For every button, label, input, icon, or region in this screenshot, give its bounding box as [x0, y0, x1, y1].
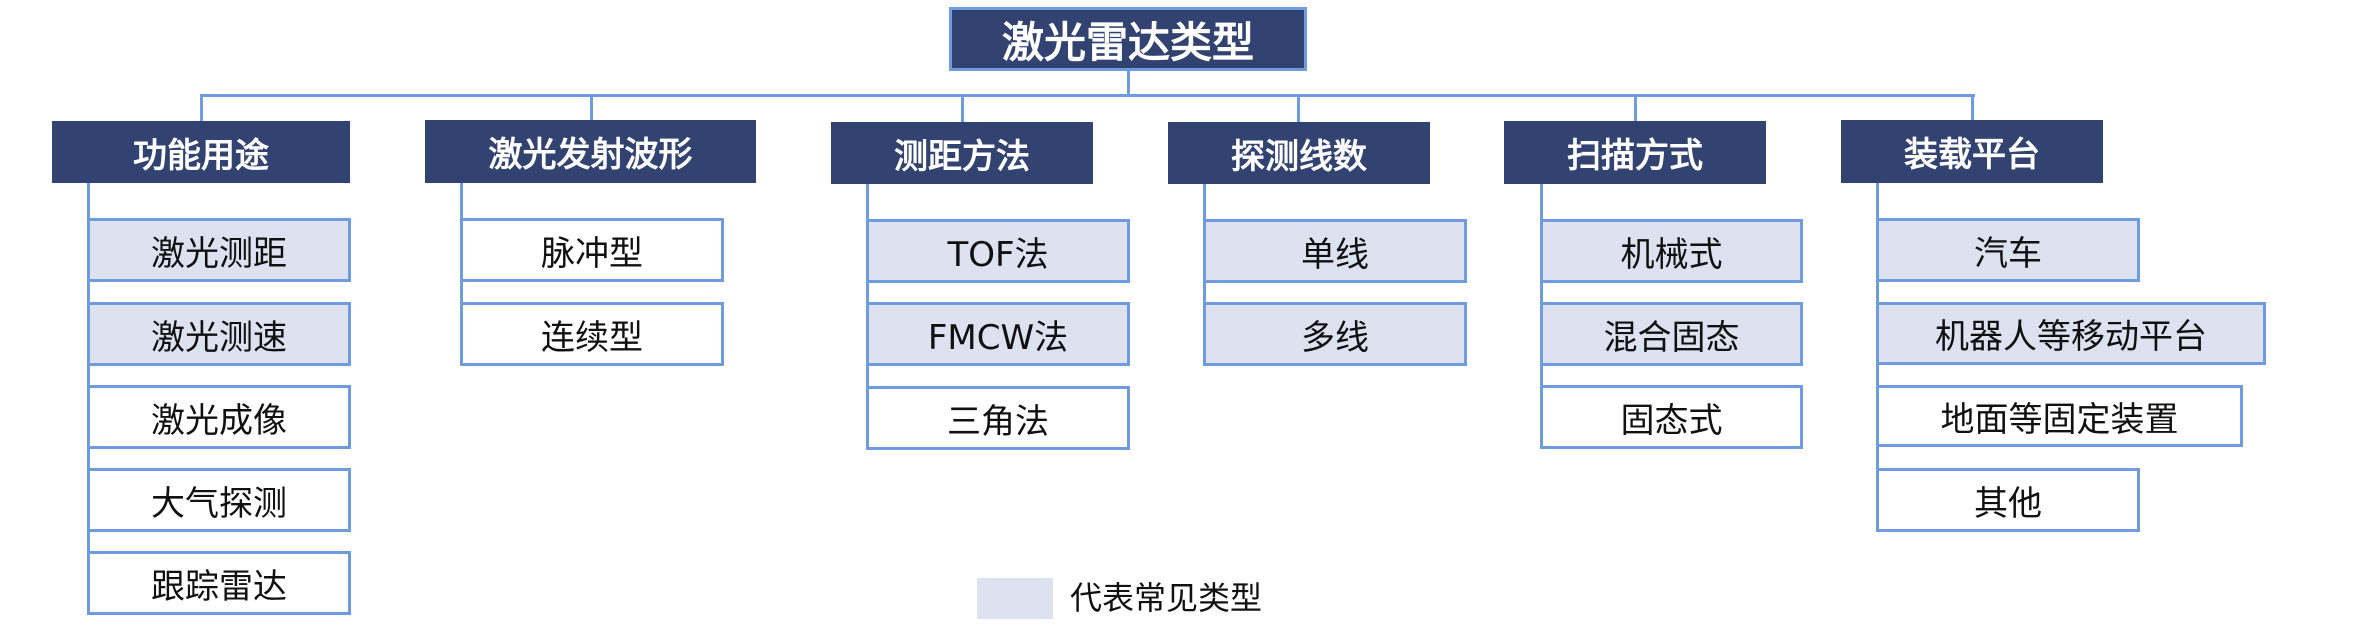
- item-label: 机器人等移动平台: [1935, 317, 2207, 357]
- category-label: 扫描方式: [1567, 136, 1703, 176]
- item-pulsed: 脉冲型: [460, 218, 724, 282]
- connector-drop-5: [1971, 94, 1974, 122]
- connector-root: [1127, 71, 1130, 96]
- item-other: 其他: [1876, 468, 2140, 532]
- item-tracking-radar: 跟踪雷达: [87, 551, 351, 615]
- connector-children-0: [87, 183, 90, 583]
- category-label: 测距方法: [894, 136, 1030, 177]
- item-label: 地面等固定装置: [1940, 399, 2179, 440]
- item-single-line: 单线: [1203, 219, 1467, 283]
- item-hybrid-solid-state: 混合固态: [1540, 302, 1803, 366]
- item-label: 多线: [1301, 317, 1369, 358]
- connector-children-4: [1540, 184, 1543, 416]
- item-label: 激光测速: [151, 317, 287, 358]
- item-label: 跟踪雷达: [151, 566, 287, 607]
- item-label: 单线: [1301, 234, 1369, 275]
- category-label: 功能用途: [133, 135, 269, 176]
- legend-swatch: [977, 578, 1053, 619]
- category-scan-method: 扫描方式: [1504, 121, 1766, 184]
- item-label: FMCW法: [927, 317, 1069, 358]
- category-label: 装载平台: [1904, 135, 2040, 175]
- category-function: 功能用途: [52, 121, 350, 183]
- root-title-text: 激光雷达类型: [1001, 17, 1254, 67]
- item-atmospheric-detection: 大气探测: [87, 468, 351, 532]
- connector-children-2: [866, 184, 869, 416]
- item-fixed-ground: 地面等固定装置: [1876, 385, 2243, 447]
- item-label: 三角法: [947, 401, 1049, 442]
- item-triangulation: 三角法: [866, 386, 1130, 450]
- item-mobile-robot: 机器人等移动平台: [1876, 302, 2266, 365]
- connector-drop-0: [200, 94, 203, 122]
- item-fmcw: FMCW法: [866, 302, 1130, 366]
- item-label: 激光测距: [151, 233, 287, 274]
- item-mechanical: 机械式: [1540, 219, 1803, 283]
- item-automobile: 汽车: [1876, 218, 2140, 282]
- item-multi-line: 多线: [1203, 302, 1467, 366]
- item-laser-ranging: 激光测距: [87, 218, 351, 282]
- category-label: 激光发射波形: [488, 135, 693, 175]
- item-label: TOF法: [947, 234, 1049, 275]
- connector-drop-4: [1634, 94, 1637, 122]
- item-label: 激光成像: [151, 400, 287, 441]
- connector-drop-3: [1297, 94, 1300, 122]
- item-laser-velocimetry: 激光测速: [87, 302, 351, 366]
- item-continuous: 连续型: [460, 302, 724, 366]
- item-label: 机械式: [1620, 234, 1723, 275]
- connector-bus: [200, 94, 1975, 97]
- item-label: 固态式: [1620, 400, 1723, 441]
- connector-drop-1: [590, 94, 593, 122]
- item-label: 混合固态: [1603, 317, 1740, 358]
- item-laser-imaging: 激光成像: [87, 385, 351, 449]
- connector-drop-2: [961, 94, 964, 122]
- item-label: 汽车: [1974, 233, 2042, 274]
- category-ranging-method: 测距方法: [831, 122, 1093, 184]
- root-node-title: 激光雷达类型: [949, 7, 1307, 71]
- item-label: 大气探测: [151, 483, 287, 524]
- category-waveform: 激光发射波形: [425, 120, 756, 183]
- category-line-count: 探测线数: [1168, 122, 1430, 184]
- item-solid-state: 固态式: [1540, 385, 1803, 449]
- category-label: 探测线数: [1231, 136, 1367, 177]
- item-label: 连续型: [541, 317, 643, 358]
- category-platform: 装载平台: [1841, 120, 2103, 183]
- item-tof: TOF法: [866, 219, 1130, 283]
- item-label: 脉冲型: [541, 233, 643, 274]
- item-label: 其他: [1974, 483, 2042, 524]
- legend-label: 代表常见类型: [1070, 579, 1263, 617]
